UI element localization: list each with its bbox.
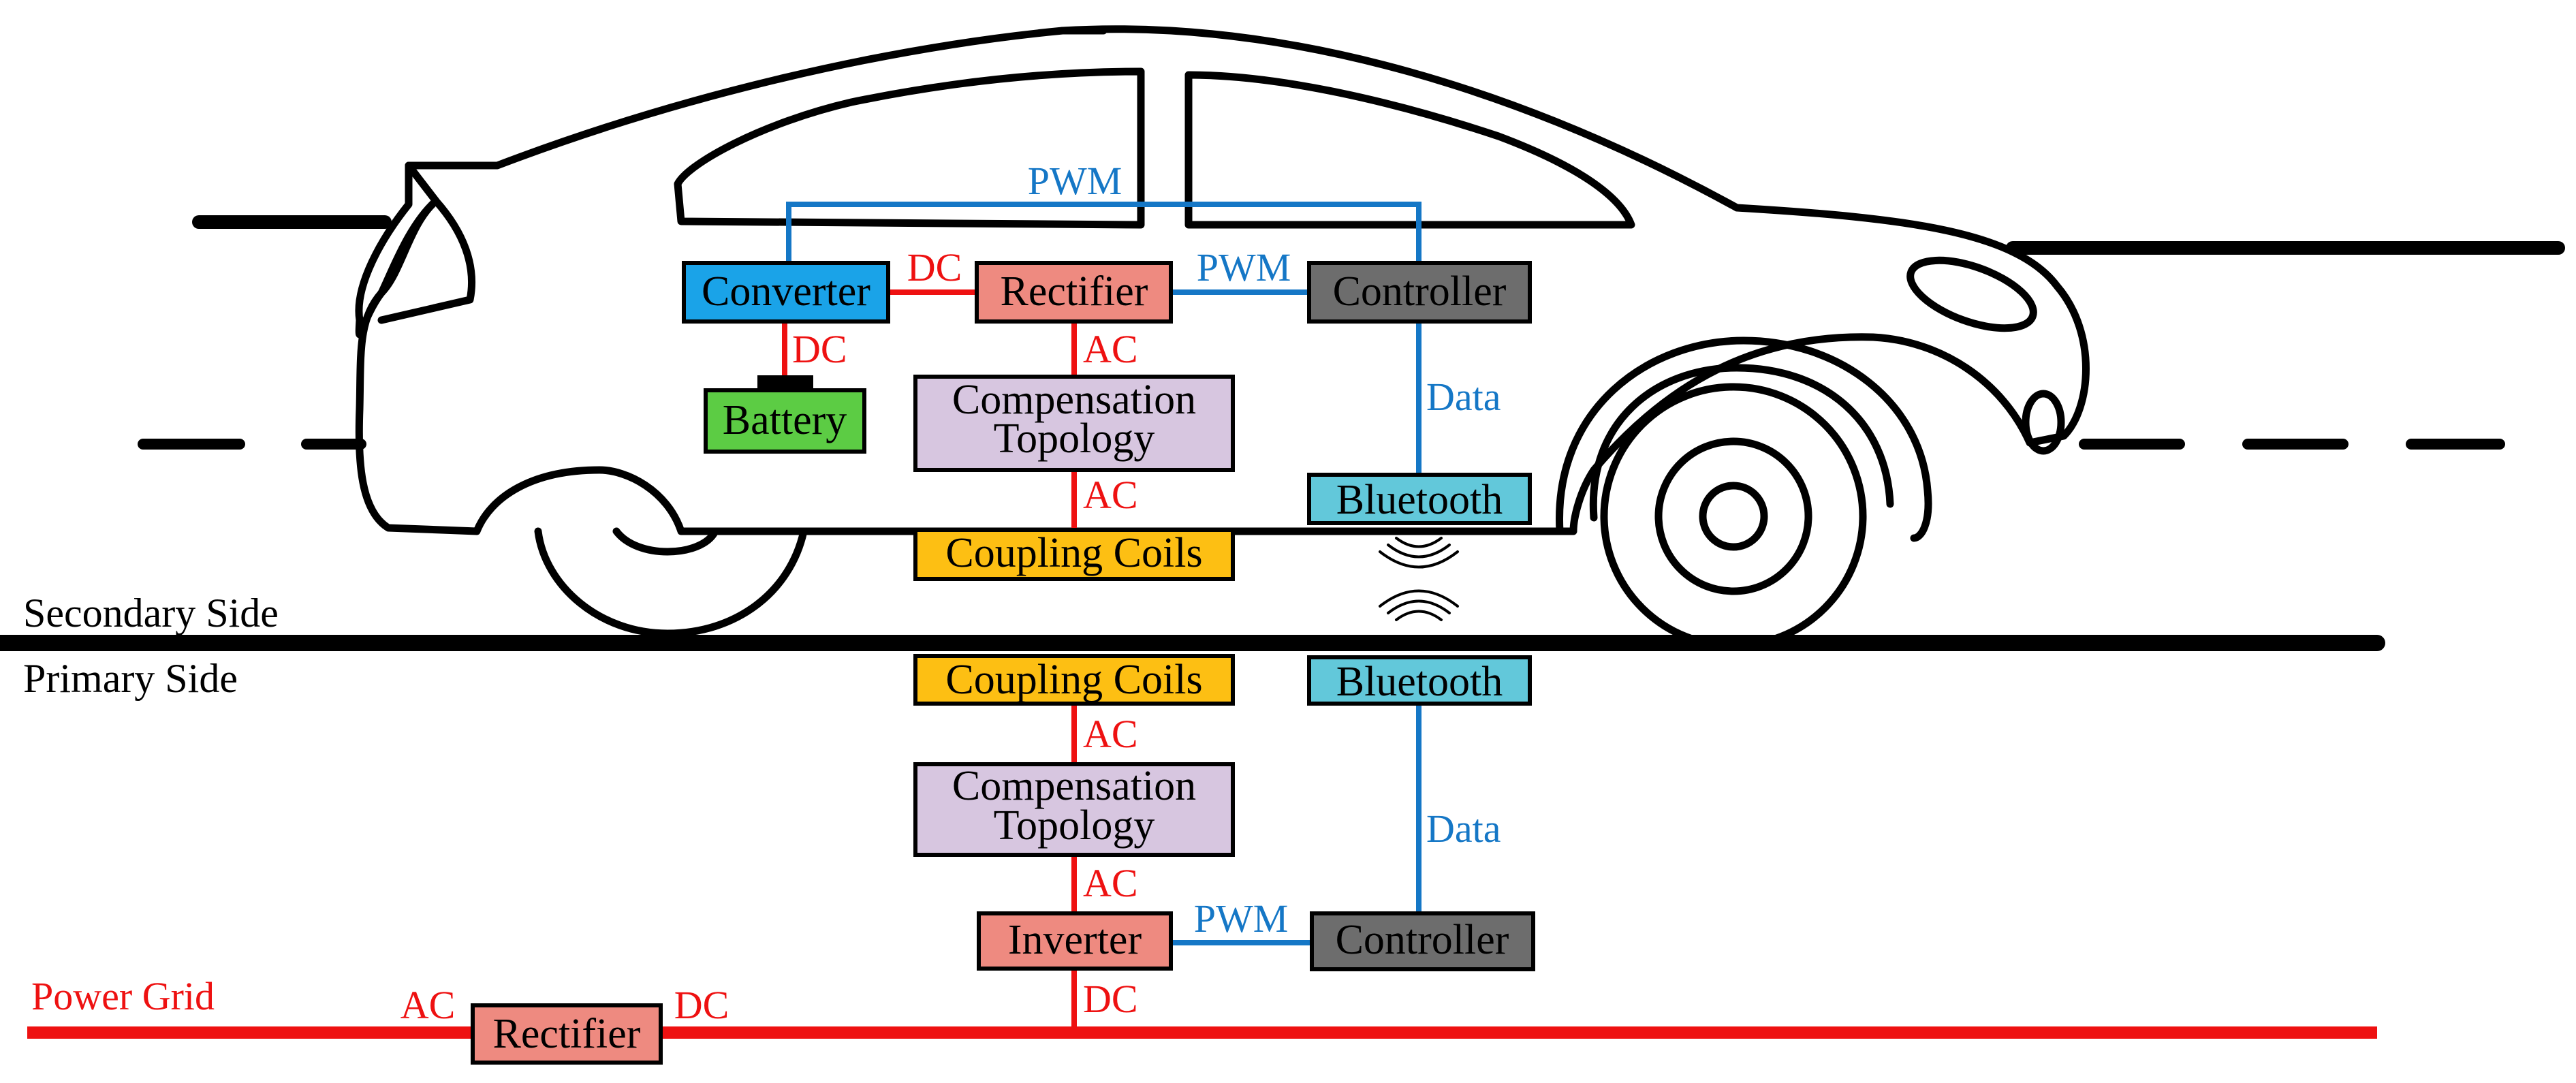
secondary-bluetooth-box: Bluetooth	[1307, 473, 1532, 525]
inverter-label: Inverter	[1008, 917, 1142, 963]
data-label: Data	[1426, 375, 1501, 419]
data-label: Data	[1426, 806, 1501, 851]
dc-label: DC	[792, 327, 847, 371]
wireless-signal-icon-upper	[1379, 537, 1459, 569]
pwm-label: PWM	[1197, 245, 1291, 289]
dc-label: DC	[907, 245, 962, 289]
rectifier-label: Rectifier	[493, 1011, 641, 1057]
ac-label: AC	[400, 983, 456, 1027]
ac-label: AC	[1083, 327, 1138, 371]
power-grid-label: Power Grid	[31, 974, 215, 1018]
grid-rectifier-box: Rectifier	[471, 1003, 663, 1065]
converter-label: Converter	[702, 268, 870, 315]
bluetooth-label: Bluetooth	[1336, 659, 1503, 705]
controller-label: Controller	[1336, 917, 1509, 963]
secondary-converter-box: Converter	[682, 261, 890, 324]
primary-compensation-box: Compensation Topology	[913, 762, 1235, 857]
pwm-label: PWM	[1194, 896, 1289, 941]
compensation-label-line1: Compensation	[952, 763, 1196, 809]
secondary-connections	[757, 202, 1421, 530]
ac-label: AC	[1083, 861, 1138, 905]
ac-label: AC	[1083, 473, 1138, 517]
compensation-label-line1: Compensation	[952, 377, 1196, 423]
secondary-controller-box: Controller	[1307, 261, 1532, 324]
inverter-box: Inverter	[977, 911, 1173, 971]
car-outline	[355, 25, 2090, 650]
controller-label: Controller	[1333, 268, 1507, 315]
dc-label: DC	[674, 983, 729, 1027]
primary-controller-box: Controller	[1310, 911, 1535, 971]
ac-label: AC	[1083, 712, 1138, 756]
primary-connections	[1071, 704, 1421, 1033]
secondary-side-label: Secondary Side	[23, 591, 279, 635]
battery-box: Battery	[704, 388, 866, 454]
battery-terminal	[757, 375, 813, 390]
rectifier-label: Rectifier	[1001, 268, 1148, 315]
compensation-label-line2: Topology	[994, 415, 1155, 462]
primary-coupling-coils-box: Coupling Coils	[913, 654, 1235, 706]
primary-bluetooth-box: Bluetooth	[1307, 655, 1532, 706]
primary-side-label: Primary Side	[23, 656, 238, 701]
dc-label: DC	[1083, 977, 1138, 1021]
secondary-coupling-coils-box: Coupling Coils	[913, 528, 1235, 581]
coupling-coils-label: Coupling Coils	[945, 657, 1202, 703]
secondary-compensation-box: Compensation Topology	[913, 375, 1235, 472]
battery-label: Battery	[723, 397, 847, 443]
pwm-label: PWM	[1028, 159, 1122, 203]
bluetooth-label: Bluetooth	[1336, 477, 1503, 523]
road-markings	[138, 215, 2565, 450]
wireless-signal-icon-lower	[1379, 589, 1459, 621]
coupling-coils-label: Coupling Coils	[945, 530, 1202, 576]
secondary-rectifier-box: Rectifier	[975, 261, 1173, 324]
compensation-label-line2: Topology	[994, 802, 1155, 849]
